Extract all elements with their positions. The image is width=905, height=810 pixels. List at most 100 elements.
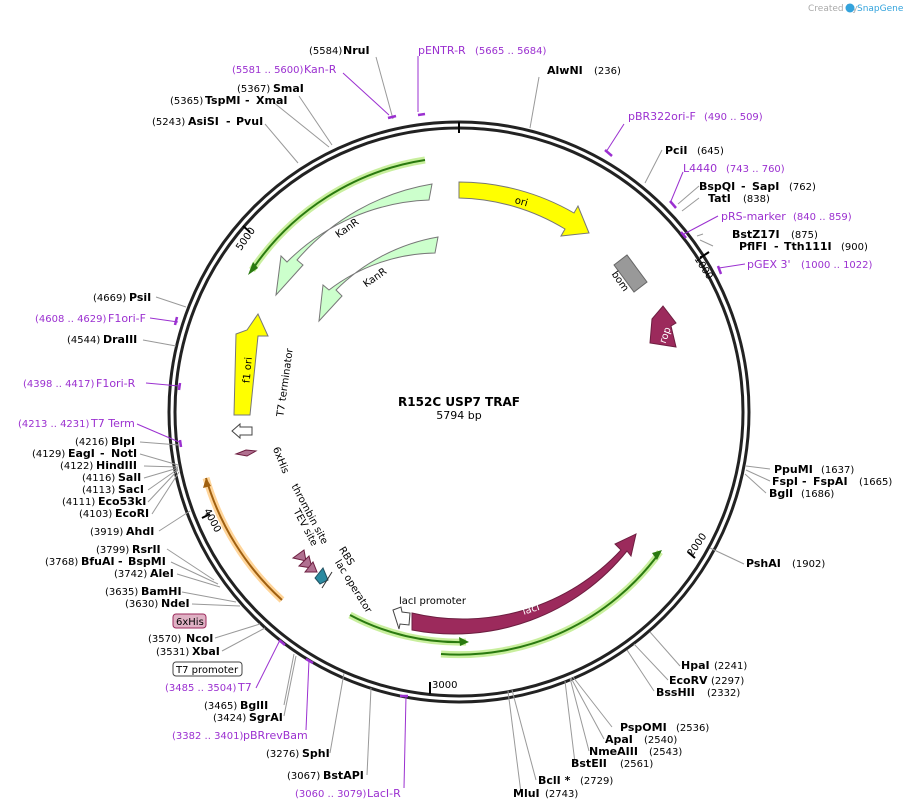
primer-pbr322ori-f[interactable]: pBR322ori-F	[628, 110, 696, 123]
lacI-r-line-head	[459, 637, 469, 646]
feature-kanr-2[interactable]	[318, 236, 439, 323]
enzyme-bspqi[interactable]: BspQI	[699, 180, 735, 193]
feature-t7-terminator[interactable]	[231, 422, 253, 440]
enzyme-sgrai[interactable]: SgrAI	[249, 711, 283, 724]
enzyme-ncoi[interactable]: NcoI	[186, 632, 213, 645]
enzyme-sapi[interactable]: SapI	[752, 180, 779, 193]
enzyme-draiii[interactable]: DraIII	[103, 333, 137, 346]
enzyme-bcli[interactable]: BclI *	[538, 774, 571, 787]
enzyme-eagi[interactable]: EagI	[68, 447, 95, 460]
primer-kan-r[interactable]: Kan-R	[304, 63, 337, 76]
enzyme-alei[interactable]: AleI	[150, 567, 174, 580]
enzyme-xmai[interactable]: XmaI	[256, 94, 287, 107]
enzyme-tth111i[interactable]: Tth111I	[784, 240, 832, 253]
enzyme-hpai[interactable]: HpaI	[681, 659, 710, 672]
feature-laci-label: lacI	[521, 602, 541, 618]
primer-prs-marker[interactable]: pRS-marker	[721, 210, 786, 223]
enzyme-pcii[interactable]: PciI	[665, 144, 687, 157]
primer-t7-term[interactable]: T7 Term	[90, 417, 135, 430]
primer-l4440[interactable]: L4440	[683, 162, 717, 175]
enzyme-bsshii[interactable]: BssHII	[656, 686, 695, 699]
feature-f1-ori-label: f1 ori	[242, 357, 255, 384]
enzyme-pshai-pos: (1902)	[792, 559, 825, 570]
t7-promoter-box[interactable]: T7 promoter	[172, 661, 243, 677]
tick-4000-mark	[201, 513, 211, 519]
enzyme-ahdi-pos: (3919)	[90, 527, 123, 538]
enzyme-fspai[interactable]: FspAI	[813, 475, 848, 488]
enzyme-eco53ki[interactable]: Eco53kI	[98, 495, 146, 508]
enzyme-alwni[interactable]: AlwNI	[547, 64, 583, 77]
enzyme-asisi[interactable]: AsiSI	[188, 115, 219, 128]
primer-laci-r[interactable]: LacI-R	[367, 787, 401, 800]
enzyme-sali[interactable]: SalI	[118, 471, 141, 484]
feature-lac-operator[interactable]	[314, 567, 329, 585]
primer-pgex-3[interactable]: pGEX 3'	[747, 258, 791, 271]
enzyme-bamhi[interactable]: BamHI	[141, 585, 182, 598]
enzyme-ppumi[interactable]: PpuMI	[774, 463, 813, 476]
feature-kanr-1[interactable]	[275, 183, 433, 297]
enzyme-bstapi[interactable]: BstAPI	[323, 769, 364, 782]
enzyme-bcli-pos: (2729)	[580, 776, 613, 787]
enzyme-saci-pos: (4113)	[82, 485, 115, 496]
feature-bom[interactable]	[613, 254, 648, 293]
snapgene-logo-icon	[845, 3, 855, 13]
enzyme-psii[interactable]: PsiI	[129, 291, 151, 304]
feature-laci-promoter[interactable]	[392, 606, 411, 630]
primer-f1ori-f-pos: (4608 .. 4629)	[35, 314, 107, 325]
6xhis-box[interactable]: 6xHis	[172, 613, 207, 629]
enzyme-nrui[interactable]: NruI	[343, 44, 370, 57]
feature-rbs[interactable]	[303, 561, 318, 573]
enzyme-fspi[interactable]: FspI	[772, 475, 798, 488]
primer-pentr-r[interactable]: pENTR-R	[418, 44, 466, 57]
tick-1000-mark	[699, 251, 710, 259]
enzyme-noti[interactable]: NotI	[111, 447, 137, 460]
enzyme-psii-pos: (4669)	[93, 293, 126, 304]
primer-f1ori-r[interactable]: F1ori-R	[96, 377, 136, 390]
enzyme-bglii[interactable]: BglII	[240, 699, 268, 712]
enzyme-sphi[interactable]: SphI	[302, 747, 330, 760]
enzyme-bsteii[interactable]: BstEII	[571, 757, 607, 770]
enzyme-bgli[interactable]: BglI	[769, 487, 793, 500]
primer-pbrrevbam[interactable]: pBRrevBam	[243, 729, 308, 742]
primer-t7[interactable]: T7	[237, 681, 252, 694]
enzyme-ndei[interactable]: NdeI	[161, 597, 190, 610]
enzyme-saci[interactable]: SacI	[118, 483, 144, 496]
enzyme-xbai[interactable]: XbaI	[192, 645, 220, 658]
enzyme-ecorv[interactable]: EcoRV	[669, 674, 708, 687]
enzyme-hindiii[interactable]: HindIII	[96, 459, 137, 472]
primer-t7-term-pos: (4213 .. 4231)	[18, 419, 90, 430]
feature-thrombin-site[interactable]	[291, 549, 307, 562]
enzyme-rsrii[interactable]: RsrII	[132, 543, 161, 556]
feature-f1-ori[interactable]	[233, 312, 269, 416]
primer-f1ori-r-pos: (4398 .. 4417)	[23, 379, 95, 390]
primer-kan-r-pos: (5581 .. 5600)	[232, 65, 304, 76]
feature-rop[interactable]	[649, 305, 677, 348]
enzyme-smai[interactable]: SmaI	[273, 82, 304, 95]
enzyme-mlui[interactable]: MluI	[513, 787, 540, 800]
enzyme-tspmi[interactable]: TspMI	[205, 94, 241, 107]
enzyme-pshai[interactable]: PshAI	[746, 557, 781, 570]
enzyme-tati-pos: (838)	[743, 194, 770, 205]
enzyme-bspmi[interactable]: BspMI	[128, 555, 166, 568]
lac-operator-leader	[321, 571, 333, 589]
enzyme-nmeaiii[interactable]: NmeAIII	[589, 745, 638, 758]
feature-laci[interactable]	[411, 533, 637, 635]
enzyme-pspomi[interactable]: PspOMI	[620, 721, 667, 734]
primer-laci-r-pos: (3060 .. 3079)	[295, 789, 367, 800]
enzyme-pvui[interactable]: PvuI	[236, 115, 263, 128]
enzyme-pflfi[interactable]: PflFI	[739, 240, 767, 253]
feature-6xhis[interactable]	[234, 449, 258, 457]
enzyme-tati[interactable]: TatI	[708, 192, 731, 205]
plasmid-length: 5794 bp	[436, 409, 481, 422]
snapgene-brand: SnapGene	[857, 4, 904, 14]
enzyme-apai[interactable]: ApaI	[605, 733, 633, 746]
enzyme-bstz17i[interactable]: BstZ17I	[732, 228, 780, 241]
feature-ori[interactable]	[458, 181, 590, 237]
enzyme-ecori[interactable]: EcoRI	[115, 507, 149, 520]
feature-tev-site[interactable]	[297, 555, 313, 569]
enzyme-bamhi-pos: (3635)	[105, 587, 138, 598]
primer-f1ori-f[interactable]: F1ori-F	[108, 312, 146, 325]
enzyme-bfuai[interactable]: BfuAI	[81, 555, 115, 568]
enzyme-blpi[interactable]: BlpI	[111, 435, 135, 448]
enzyme-ahdi[interactable]: AhdI	[126, 525, 154, 538]
